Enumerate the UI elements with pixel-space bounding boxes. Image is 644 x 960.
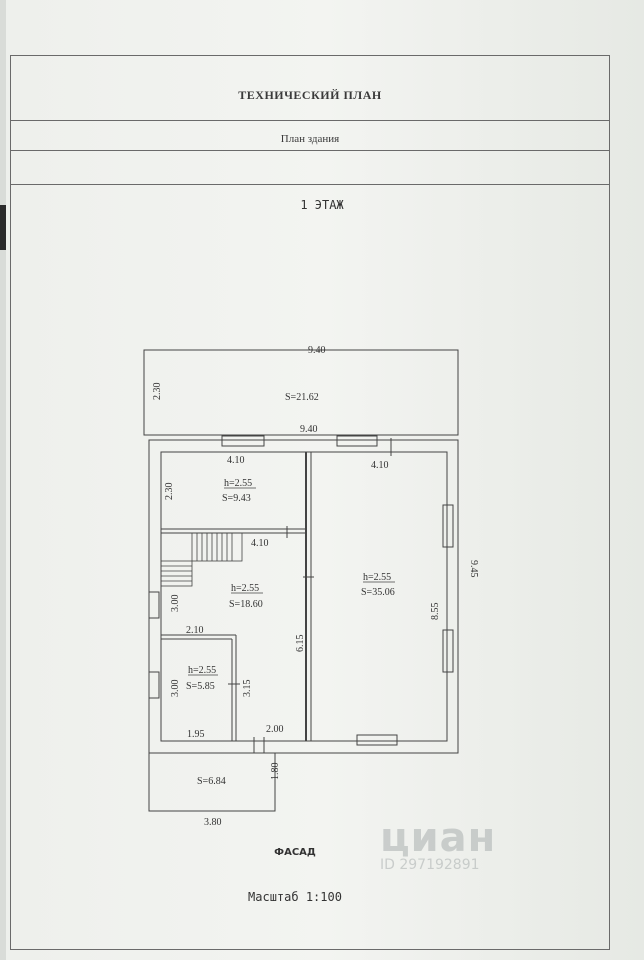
watermark: циан ID 297192891 <box>380 815 496 873</box>
dim-label: 3.15 <box>242 680 253 698</box>
window <box>336 435 378 447</box>
room-area-label: S=18.60 <box>229 599 263 610</box>
dim-label: 6.15 <box>295 635 306 653</box>
room-area-label: S=9.43 <box>222 493 251 504</box>
page-edge <box>0 205 6 250</box>
watermark-logo: циан <box>380 815 497 861</box>
porch-outline <box>143 349 459 436</box>
dim-label: 3.00 <box>170 595 181 613</box>
dim-label: 4.10 <box>371 460 389 471</box>
room-height-label: h=2.55 <box>363 572 391 583</box>
window <box>148 671 160 699</box>
dim-label: 4.10 <box>251 538 269 549</box>
dim-label: 1.95 <box>187 729 205 740</box>
dim-label: 9.40 <box>308 345 326 356</box>
dim-label: 2.30 <box>164 483 175 501</box>
staircase <box>160 532 243 587</box>
scale-label: Масштаб 1:100 <box>248 890 342 904</box>
window <box>221 435 265 447</box>
title-frame <box>10 55 610 950</box>
window <box>442 629 454 673</box>
document-sheet <box>6 0 644 960</box>
room-height-label: h=2.55 <box>188 665 216 676</box>
window <box>356 734 398 746</box>
window <box>148 591 160 619</box>
window <box>442 504 454 548</box>
inner-walls <box>160 451 448 742</box>
dim-label: 9.40 <box>300 424 318 435</box>
floor-label: 1 ЭТАЖ <box>300 198 344 212</box>
room-area-label: S=35.06 <box>361 587 395 598</box>
dim-label: 4.10 <box>227 455 245 466</box>
entry-outline <box>148 752 276 812</box>
room-height-label: h=2.55 <box>224 478 252 489</box>
dim-label: 2.30 <box>152 383 163 401</box>
document-title: ТЕХНИЧЕСКИЙ ПЛАН <box>238 88 382 102</box>
room-height-label: h=2.55 <box>231 583 259 594</box>
watermark-id: ID 297192891 <box>380 857 480 873</box>
dim-label: 3.00 <box>170 680 181 698</box>
dim-label: 2.10 <box>186 625 204 636</box>
room-area-label: S=5.85 <box>186 681 215 692</box>
dim-label: 3.80 <box>204 817 222 828</box>
header-divider <box>10 120 610 121</box>
dim-label: 8.55 <box>430 603 441 621</box>
outer-walls <box>148 439 459 754</box>
room-area-label: S=21.62 <box>285 392 319 403</box>
dim-label: 9.45 <box>468 560 479 578</box>
header-divider <box>10 184 610 185</box>
dim-label: 2.00 <box>266 724 284 735</box>
facade-label: ФАСАД <box>274 847 316 858</box>
document-subtitle: План здания <box>280 133 340 145</box>
header-divider <box>10 150 610 151</box>
dim-label: 1.80 <box>270 763 281 781</box>
room-area-label: S=6.84 <box>197 776 226 787</box>
